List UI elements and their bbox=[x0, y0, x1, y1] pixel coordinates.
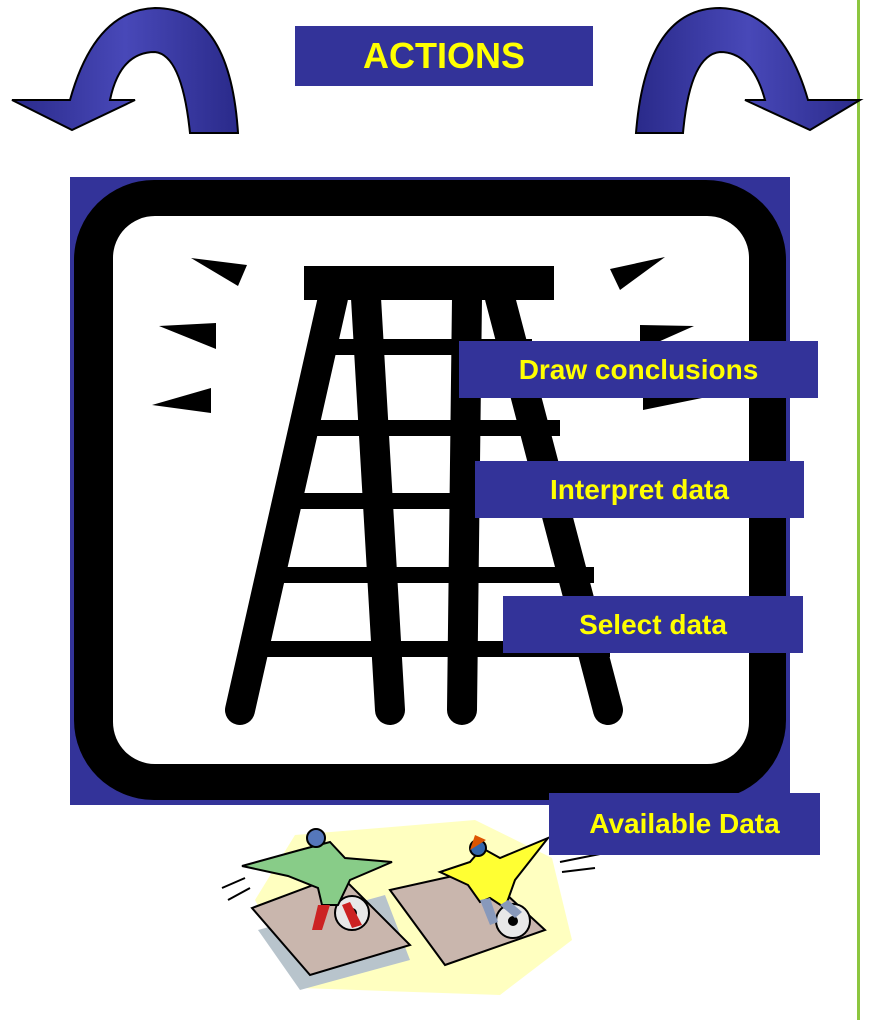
curved-arrow-left-icon bbox=[11, 6, 240, 134]
step-interpret-data-box: Interpret data bbox=[475, 461, 804, 518]
step-label: Select data bbox=[579, 608, 727, 640]
curved-arrow-right-icon bbox=[634, 6, 864, 134]
right-border-rule bbox=[857, 0, 860, 1020]
sparkle-marks bbox=[152, 257, 702, 413]
actions-title: ACTIONS bbox=[363, 35, 525, 76]
step-draw-conclusions-box: Draw conclusions bbox=[459, 341, 818, 398]
available-data-label: Available Data bbox=[589, 808, 780, 839]
actions-title-box: ACTIONS bbox=[295, 26, 593, 86]
step-select-data-box: Select data bbox=[503, 596, 803, 653]
step-label: Interpret data bbox=[550, 473, 729, 505]
step-label: Draw conclusions bbox=[518, 353, 759, 385]
available-data-box: Available Data bbox=[549, 793, 820, 855]
people-on-disks-icon bbox=[221, 820, 611, 995]
